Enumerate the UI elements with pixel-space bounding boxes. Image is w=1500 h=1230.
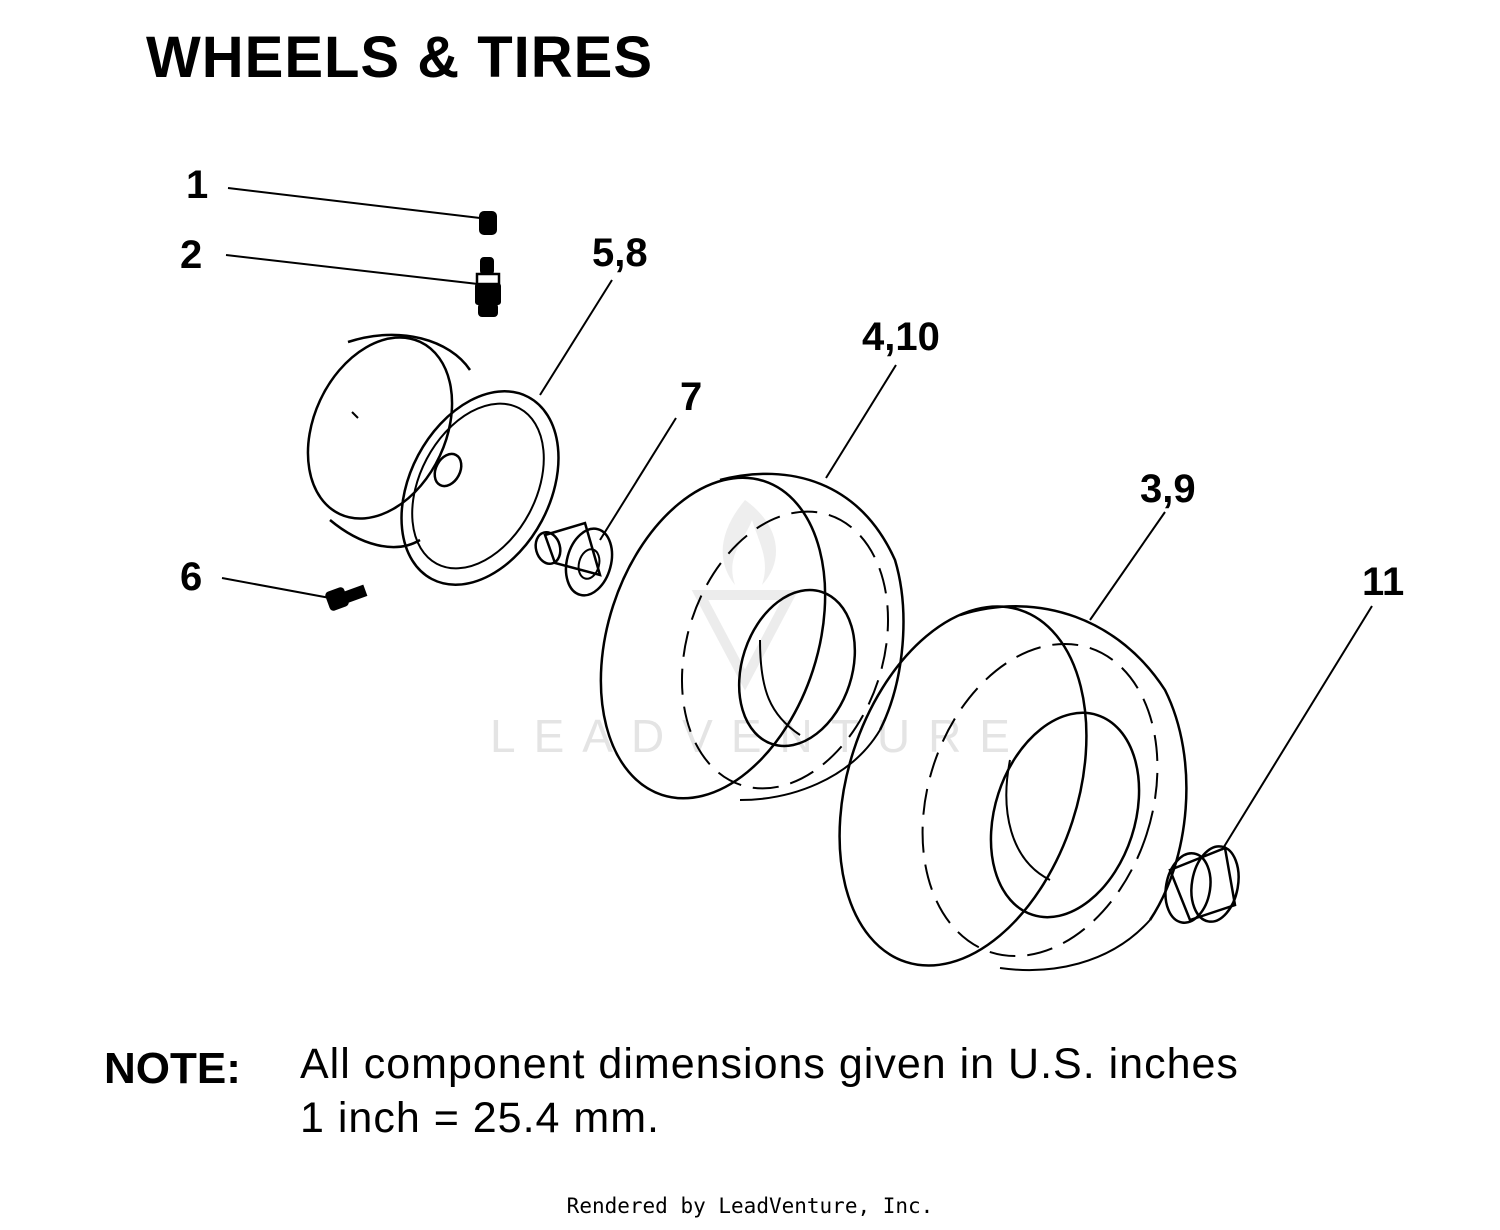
callout-6: 6: [180, 555, 202, 599]
part-valve-cap: [227, 187, 497, 235]
page-title: WHEELS & TIRES: [146, 25, 654, 90]
part-tire-front: [599, 364, 905, 801]
callout-4-10: 4,10: [862, 315, 940, 359]
footer-credit: Rendered by LeadVenture, Inc.: [566, 1194, 934, 1218]
leadventure-watermark: LEADVENTURE: [490, 500, 1028, 762]
note-label: NOTE:: [104, 1044, 241, 1093]
callout-1: 1: [186, 163, 208, 207]
callout-2: 2: [180, 233, 202, 277]
watermark-text: LEADVENTURE: [490, 710, 1028, 762]
part-spacer: [1164, 605, 1373, 924]
callout-5-8: 5,8: [592, 231, 648, 275]
callout-11: 11: [1362, 560, 1404, 604]
part-bushing: [534, 417, 677, 597]
note-line-2: 1 inch = 25.4 mm.: [300, 1094, 660, 1142]
note-line-1: All component dimensions given in U.S. i…: [300, 1040, 1239, 1088]
leader-line-5-8: [539, 279, 613, 396]
part-valve-stem: [225, 254, 501, 317]
callout-7: 7: [680, 375, 702, 419]
part-screw: [221, 577, 368, 611]
part-wheel-rim: [306, 333, 560, 586]
callout-3-9: 3,9: [1140, 467, 1196, 511]
part-tire-rear: [838, 511, 1188, 971]
